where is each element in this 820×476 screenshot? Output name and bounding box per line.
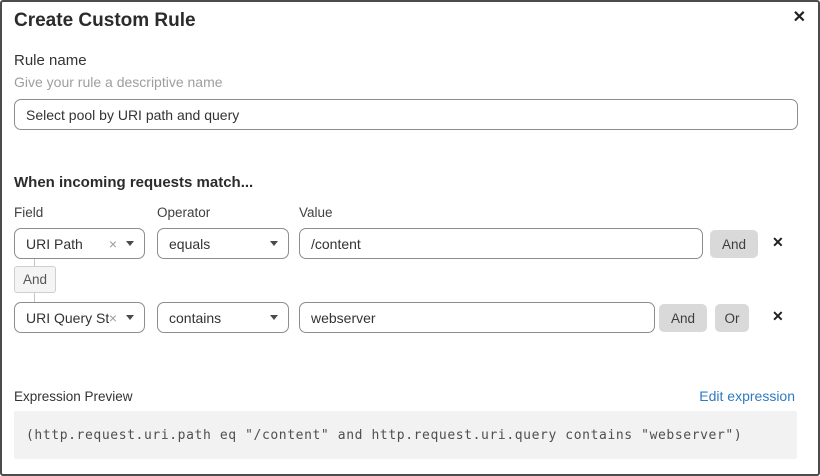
and-connector-badge: And bbox=[14, 266, 56, 293]
field-select-row1[interactable]: URI Path × bbox=[14, 228, 145, 259]
connector-line-top bbox=[34, 259, 35, 266]
and-connector-label: And bbox=[22, 272, 48, 287]
delete-row1-icon[interactable]: ✕ bbox=[772, 234, 784, 250]
match-heading: When incoming requests match... bbox=[14, 174, 254, 191]
operator-select-row2-value: contains bbox=[169, 309, 222, 326]
page-title: Create Custom Rule bbox=[14, 10, 196, 31]
chevron-down-icon bbox=[270, 241, 278, 246]
field-select-row1-value: URI Path bbox=[26, 235, 83, 252]
value-input-row1[interactable] bbox=[299, 228, 703, 259]
operator-select-row1[interactable]: equals bbox=[157, 228, 289, 259]
connector-line-bottom bbox=[34, 293, 35, 302]
column-label-value: Value bbox=[299, 205, 333, 220]
column-label-operator: Operator bbox=[157, 205, 211, 220]
operator-select-row2[interactable]: contains bbox=[157, 302, 289, 333]
operator-select-row1-value: equals bbox=[169, 235, 211, 252]
rule-name-label: Rule name bbox=[14, 52, 87, 69]
chevron-down-icon bbox=[270, 315, 278, 320]
chevron-down-icon bbox=[126, 315, 134, 320]
field-select-row2-value: URI Query St... bbox=[26, 309, 109, 326]
expression-preview-label: Expression Preview bbox=[14, 389, 133, 404]
rule-name-input[interactable] bbox=[14, 99, 798, 130]
column-label-field: Field bbox=[14, 205, 44, 220]
field-select-row2[interactable]: URI Query St... × bbox=[14, 302, 145, 333]
expression-code: (http.request.uri.path eq "/content" and… bbox=[26, 427, 743, 443]
close-icon[interactable]: ✕ bbox=[792, 9, 806, 26]
and-button-row1[interactable]: And bbox=[710, 230, 758, 258]
expression-preview-block: (http.request.uri.path eq "/content" and… bbox=[14, 411, 797, 459]
clear-icon[interactable]: × bbox=[108, 235, 117, 252]
rule-name-helper: Give your rule a descriptive name bbox=[14, 74, 223, 90]
chevron-down-icon bbox=[126, 241, 134, 246]
edit-expression-link[interactable]: Edit expression bbox=[699, 388, 795, 404]
and-button-row2[interactable]: And bbox=[659, 304, 707, 332]
clear-icon[interactable]: × bbox=[108, 309, 117, 326]
or-button-row2[interactable]: Or bbox=[715, 304, 749, 332]
delete-row2-icon[interactable]: ✕ bbox=[772, 308, 784, 324]
value-input-row2[interactable] bbox=[299, 302, 655, 333]
